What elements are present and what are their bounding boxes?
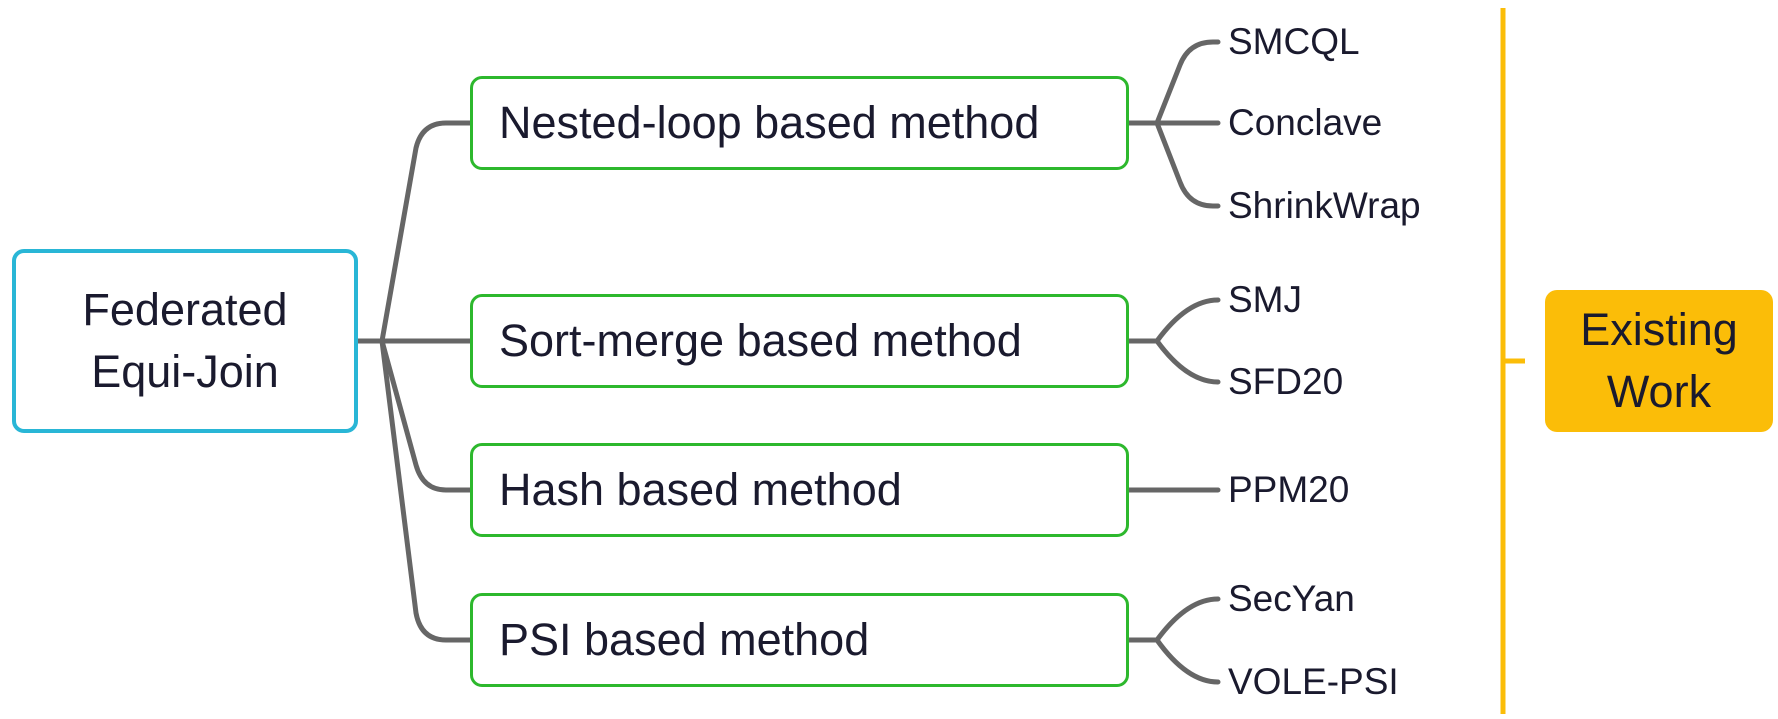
leaf-secyan: SecYan — [1228, 578, 1355, 619]
method-node-psi: PSI based method — [470, 593, 1129, 687]
root-to-psi — [379, 338, 473, 643]
method-node-nested-loop: Nested-loop based method — [470, 76, 1129, 170]
root-label-line2: Equi-Join — [91, 346, 279, 397]
root-label-line1: Federated — [82, 284, 288, 335]
method-node-sort-merge: Sort-merge based method — [470, 294, 1129, 388]
existing-work-tag: Existing Work — [1545, 290, 1773, 432]
root-to-nested-loop — [379, 120, 473, 344]
leaf-smcql: SMCQL — [1228, 21, 1360, 62]
root-to-hash — [379, 338, 473, 493]
tag-label-line1: Existing — [1580, 304, 1738, 355]
leaf-vole-psi: VOLE-PSI — [1228, 661, 1399, 702]
to-sfd20 — [1154, 338, 1221, 385]
method-label: Sort-merge based method — [499, 315, 1022, 366]
method-label: Hash based method — [499, 464, 902, 515]
leaf-sfd20: SFD20 — [1228, 361, 1344, 402]
to-shrinkwrap — [1154, 120, 1221, 209]
leaf-shrinkwrap: ShrinkWrap — [1228, 185, 1421, 226]
to-smj — [1154, 297, 1221, 344]
leaf-smj: SMJ — [1228, 279, 1302, 320]
method-label: Nested-loop based method — [499, 97, 1040, 148]
tag-label-line2: Work — [1606, 366, 1712, 417]
to-smcql — [1154, 39, 1221, 126]
root-node-federated-equi-join: Federated Equi-Join — [12, 249, 358, 433]
to-secyan — [1154, 596, 1221, 643]
method-node-hash: Hash based method — [470, 443, 1129, 537]
leaf-conclave: Conclave — [1228, 102, 1383, 143]
to-vole-psi — [1154, 637, 1221, 685]
leaf-ppm20: PPM20 — [1228, 469, 1350, 510]
method-label: PSI based method — [499, 614, 870, 665]
